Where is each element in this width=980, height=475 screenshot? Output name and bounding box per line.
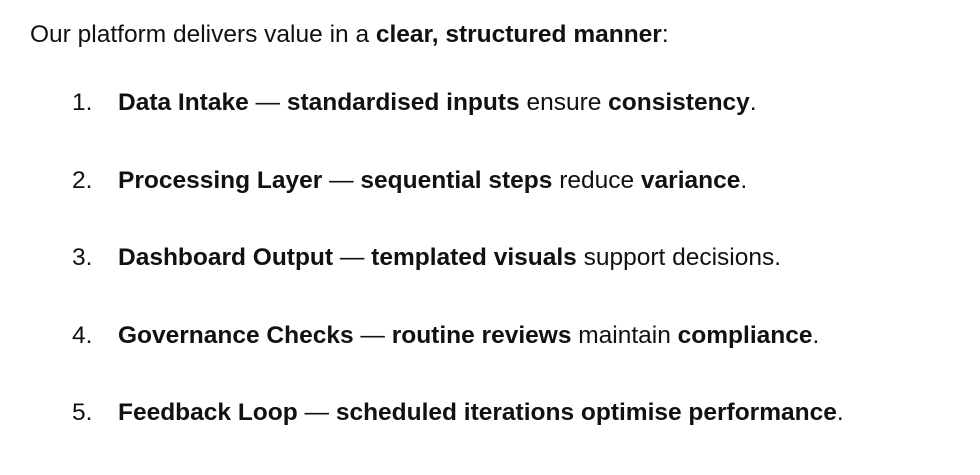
key-term: compliance — [677, 321, 813, 349]
period: . — [740, 166, 748, 194]
step-title: Dashboard Output — [118, 244, 334, 271]
step-title: Processing Layer — [118, 166, 323, 194]
period: . — [774, 244, 782, 271]
list-number: 2. — [72, 166, 93, 194]
list-number: 1. — [72, 89, 93, 116]
period: . — [812, 321, 820, 349]
connector-text: support decisions — [576, 244, 775, 271]
em-dash: — — [248, 89, 287, 116]
period: . — [836, 399, 844, 426]
intro-text: Our platform delivers value in a — [30, 21, 376, 48]
em-dash: — — [297, 399, 336, 426]
em-dash: — — [353, 321, 392, 349]
connector-text: maintain — [571, 321, 678, 349]
step-title: Feedback Loop — [118, 399, 298, 426]
list-item-text: Governance Checks — routine reviews main… — [118, 320, 819, 352]
period: . — [749, 89, 757, 116]
intro-emphasis: clear, structured manner — [375, 21, 662, 48]
key-phrase: templated visuals — [371, 244, 577, 271]
intro-colon: : — [661, 21, 669, 48]
key-phrase: scheduled iterations optimise performanc… — [335, 399, 837, 426]
key-term: variance — [640, 166, 741, 194]
em-dash: — — [322, 166, 361, 194]
list-item-text: Processing Layer — sequential steps redu… — [118, 165, 747, 197]
key-term: consistency — [608, 89, 750, 116]
list-number: 4. — [72, 321, 93, 349]
step-title: Data Intake — [118, 89, 249, 116]
key-phrase: routine reviews — [391, 321, 572, 349]
list-item-text: Dashboard Output — templated visuals sup… — [118, 242, 781, 274]
key-phrase: standardised inputs — [286, 89, 520, 116]
connector-text: ensure — [519, 89, 609, 116]
key-phrase: sequential steps — [360, 166, 553, 194]
connector-text: reduce — [552, 166, 641, 194]
step-title: Governance Checks — [118, 321, 354, 349]
list-item-text: Data Intake — standardised inputs ensure… — [118, 87, 757, 119]
intro-paragraph: Our platform delivers value in a clear, … — [30, 19, 669, 51]
em-dash: — — [333, 244, 372, 271]
list-number: 5. — [72, 399, 93, 426]
list-number: 3. — [72, 244, 93, 271]
list-item-text: Feedback Loop — scheduled iterations opt… — [118, 397, 844, 429]
